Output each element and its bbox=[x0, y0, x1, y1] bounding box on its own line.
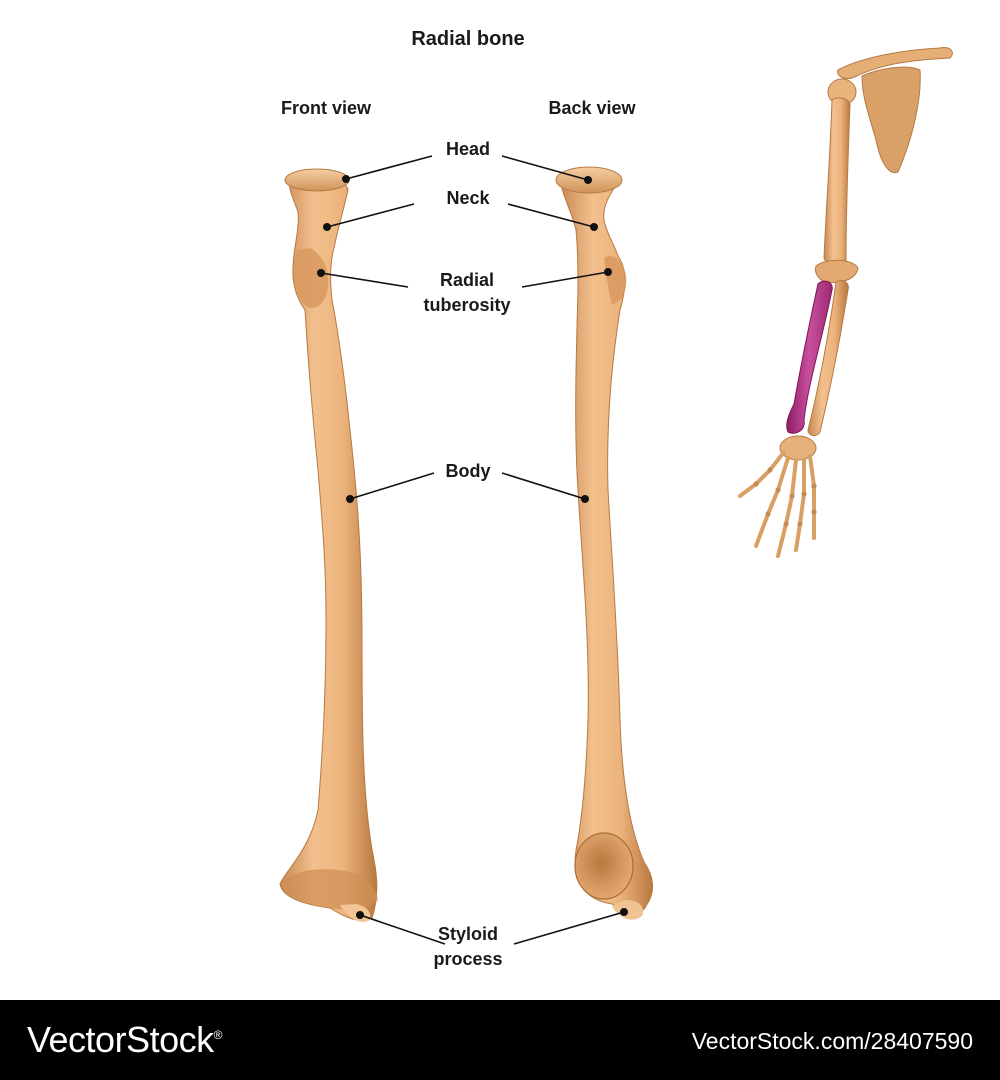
pointer-dots bbox=[317, 175, 628, 919]
humerus bbox=[823, 97, 851, 265]
back-view-label: Back view bbox=[548, 98, 636, 118]
diagram-title: Radial bone bbox=[411, 28, 525, 50]
ulna bbox=[807, 279, 849, 437]
radius-highlighted bbox=[786, 280, 833, 434]
hand-bones bbox=[738, 450, 816, 558]
brand-logo: VectorStock® bbox=[27, 1019, 222, 1061]
scapula bbox=[861, 66, 921, 174]
stock-id: VectorStock.com/28407590 bbox=[691, 1028, 973, 1054]
label-neck: Neck bbox=[446, 188, 490, 208]
brand-mark: ® bbox=[213, 1028, 223, 1042]
watermark-footer: VectorStock® VectorStock.com/28407590 bbox=[0, 1000, 1000, 1080]
front-view-label: Front view bbox=[280, 98, 371, 118]
label-head: Head bbox=[445, 139, 490, 159]
label-body: Body bbox=[445, 461, 491, 481]
label-radial-tuberosity: Radial tuberosity bbox=[423, 270, 511, 315]
label-styloid-process: Styloid process bbox=[433, 924, 503, 969]
arm-skeleton-inset bbox=[738, 47, 953, 558]
radius-front-view bbox=[279, 168, 378, 923]
radius-back-view bbox=[555, 166, 653, 920]
radius-illustration bbox=[279, 47, 953, 945]
brand-name: VectorStock bbox=[27, 1019, 214, 1060]
leader-lines bbox=[320, 155, 625, 945]
clavicle bbox=[837, 47, 953, 79]
